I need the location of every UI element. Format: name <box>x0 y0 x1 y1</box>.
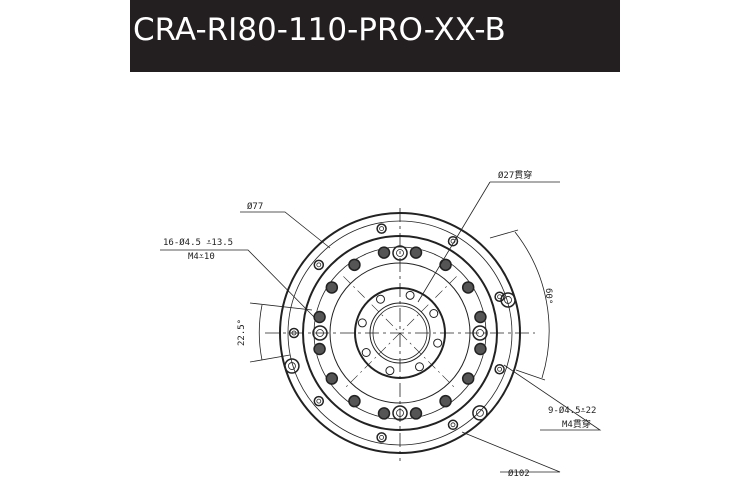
pin-hole-inner <box>476 409 484 417</box>
mount-hole <box>348 258 361 272</box>
outer-hole <box>447 235 459 247</box>
mount-hole <box>325 281 339 294</box>
mount-hole <box>409 407 423 420</box>
outer-hole <box>288 327 300 339</box>
inner-hole <box>429 309 439 318</box>
pin-hole-inner <box>396 249 404 257</box>
outer-hole <box>494 291 505 302</box>
outer-hole <box>376 223 387 234</box>
centerline-diag <box>343 276 457 390</box>
outer-hole <box>313 395 325 407</box>
outer-hole <box>313 259 325 271</box>
pin-hole-inner <box>288 362 296 370</box>
label-angle-22: 22.5° <box>237 319 247 346</box>
pin-hole-inner <box>504 296 512 304</box>
leader-lines <box>160 181 602 473</box>
leader-bore-diag <box>417 181 491 303</box>
outer-hole-inner <box>450 422 456 428</box>
label-bore: Ø27貫穿 <box>498 169 532 181</box>
drawing-title: CRA-RI80-110-PRO-XX-B <box>133 12 506 48</box>
inner-hole <box>357 318 367 328</box>
title-bar: CRA-RI80-110-PRO-XX-B <box>130 0 620 72</box>
pin-hole <box>392 405 408 421</box>
outer-hole-inner <box>379 226 384 232</box>
pin-hole-inner <box>396 409 404 417</box>
pin-hole <box>284 358 300 374</box>
pin-hole <box>472 325 488 341</box>
outer-hole <box>447 419 459 431</box>
dim-arc-22 <box>258 304 263 361</box>
mount-hole <box>474 342 487 356</box>
label-d77: Ø77 <box>247 201 263 212</box>
mount-hole <box>325 372 339 385</box>
label-angle-60: 60° <box>543 288 553 304</box>
leader-d77 <box>240 211 331 249</box>
label-holes9-line1: 9-Ø4.5⩡22 <box>548 405 596 416</box>
pin-hole-inner <box>316 329 324 337</box>
mount-hole <box>461 281 475 294</box>
leader-holes9 <box>503 364 602 431</box>
label-holes9-line2: M4貫穿 <box>562 418 591 430</box>
flange-part <box>265 208 535 461</box>
pin-hole <box>472 405 488 421</box>
mount-hole <box>439 394 452 408</box>
mount-hole <box>313 310 326 324</box>
dim-arc-60 <box>514 231 550 379</box>
mount-hole <box>377 246 391 259</box>
mount-hole <box>313 342 326 356</box>
leader-holes16 <box>160 249 316 319</box>
inner-hole <box>415 362 424 372</box>
inner-hole <box>376 294 385 304</box>
leader-d102 <box>461 431 561 473</box>
pin-hole <box>392 245 408 261</box>
outer-hole-inner <box>379 434 384 440</box>
inner-hole <box>385 366 395 376</box>
outer-hole-inner <box>497 366 503 372</box>
outer-hole-inner <box>316 398 322 404</box>
outer-hole-inner <box>316 262 322 268</box>
mount-hole <box>409 246 423 259</box>
pin-hole-inner <box>476 329 484 337</box>
pin-hole <box>500 292 516 308</box>
inner-hole <box>405 290 415 300</box>
outer-hole <box>376 432 387 443</box>
outer-hole-inner <box>291 330 297 336</box>
pin-hole <box>312 325 328 341</box>
mount-hole <box>461 372 475 385</box>
label-holes16-line2: M4⩡10 <box>188 252 215 262</box>
mount-hole <box>377 407 391 420</box>
outer-hole <box>494 364 505 375</box>
inner-hole <box>361 348 371 357</box>
inner-hole <box>433 338 443 348</box>
label-d102: Ø102 <box>508 468 530 479</box>
mount-hole <box>348 394 361 408</box>
mount-hole <box>474 310 487 324</box>
label-holes16-line1: 16-Ø4.5 ⩡13.5 <box>163 237 233 248</box>
mount-hole <box>439 258 452 272</box>
